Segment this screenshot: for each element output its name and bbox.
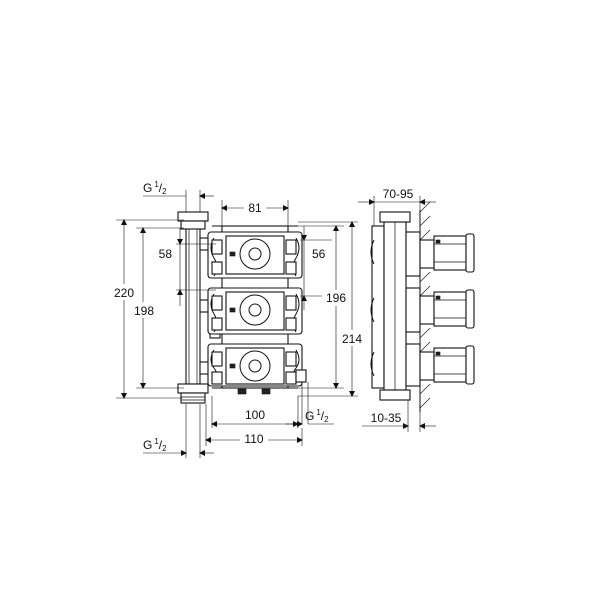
dim-label-56: 56 <box>312 247 326 261</box>
side-view: 70-95 10-35 <box>358 187 475 432</box>
dim-label-110: 110 <box>244 432 263 446</box>
valve-module-1 <box>207 231 303 279</box>
dim-label-196: 196 <box>326 291 346 305</box>
bottom-nut <box>177 383 209 394</box>
dim-label-58: 58 <box>159 247 173 261</box>
top-nut <box>177 211 209 222</box>
side-body <box>370 211 421 401</box>
valve-module-2 <box>207 287 303 335</box>
dim-label-220: 220 <box>114 286 134 300</box>
dim-label-70-95: 70-95 <box>383 187 414 201</box>
cartridge-1 <box>419 233 475 273</box>
front-view: G1/2 81 220 198 58 <box>110 180 366 458</box>
dim-label-81: 81 <box>248 201 262 215</box>
bottom-fitting <box>180 392 206 404</box>
valve-module-3 <box>207 343 307 387</box>
cartridge-2 <box>419 289 475 329</box>
dim-label-100: 100 <box>245 408 265 422</box>
cartridge-3 <box>419 345 475 385</box>
side-outlet <box>295 369 307 383</box>
dim-label-10-35: 10-35 <box>371 411 402 425</box>
top-fitting <box>180 220 206 230</box>
dim-label-198: 198 <box>134 304 154 318</box>
dim-label-214: 214 <box>342 332 362 346</box>
dimensions-side: 70-95 10-35 <box>358 187 436 432</box>
